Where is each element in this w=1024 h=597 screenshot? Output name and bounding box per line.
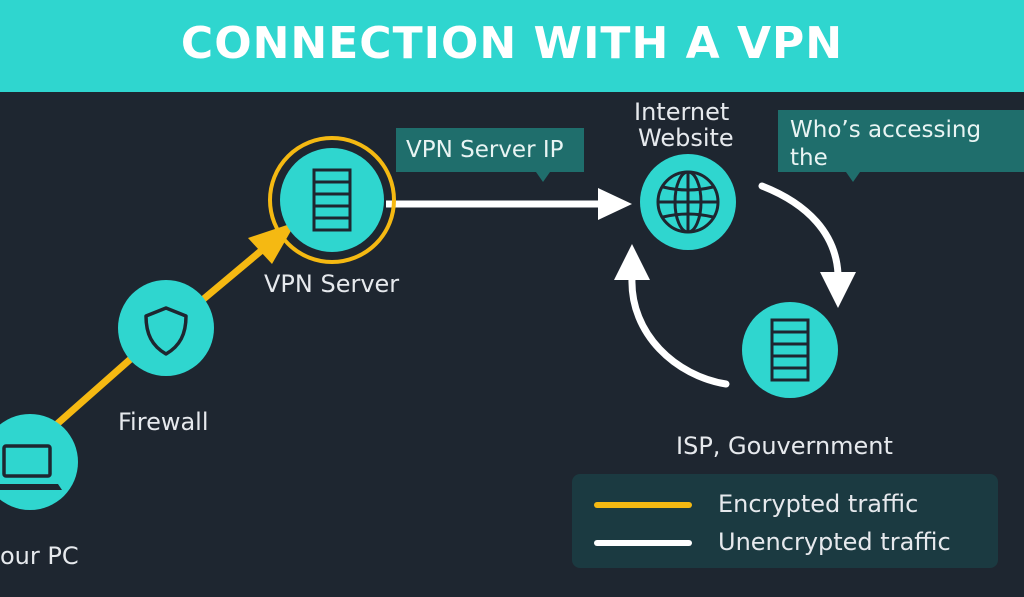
loop-arrow-isp-to-website [628, 274, 730, 388]
diagram-area: our PC Firewall VPN Server Internet Webs… [0, 92, 1024, 597]
vpn-server-node[interactable] [268, 136, 396, 264]
firewall-label: Firewall [118, 408, 209, 436]
globe-icon [656, 170, 720, 234]
encrypted-arrowhead [248, 222, 296, 264]
pc-node[interactable] [0, 414, 78, 510]
who-callout-tail [846, 172, 860, 182]
who-accessing-line1: Who’s accessing the [790, 117, 982, 171]
legend-unencrypted-label: Unencrypted traffic [718, 528, 951, 556]
vpn-server-label: VPN Server [264, 270, 400, 298]
who-accessing-callout: Who’s accessing the internet [778, 110, 1024, 172]
shield-icon [144, 306, 188, 356]
loop-arrow-website-to-isp [758, 182, 842, 278]
title-banner: CONNECTION WITH A VPN [0, 0, 1024, 92]
vpn-callout-tail [536, 172, 550, 182]
page-title: CONNECTION WITH A VPN [180, 18, 844, 69]
website-label-line1: Internet [634, 98, 730, 126]
website-node[interactable] [640, 154, 736, 250]
unencrypted-arrowhead-website [598, 188, 632, 220]
encrypted-link-firewall-vpn [196, 241, 272, 306]
legend-encrypted-swatch [594, 502, 692, 508]
website-label-line2: Website [638, 124, 734, 152]
legend-unencrypted-swatch [594, 540, 692, 546]
laptop-icon [0, 444, 62, 490]
encrypted-link-pc-firewall [44, 352, 138, 436]
pc-label: our PC [0, 542, 79, 570]
vpn-server-ip-text: VPN Server IP [406, 137, 564, 163]
firewall-node[interactable] [118, 280, 214, 376]
legend: Encrypted traffic Unencrypted traffic [572, 474, 998, 568]
server-icon [312, 168, 352, 232]
isp-node[interactable] [742, 302, 838, 398]
loop-arrowhead-down [820, 272, 856, 308]
loop-arrowhead-up [614, 244, 650, 280]
vpn-server-ip-callout: VPN Server IP [396, 128, 584, 172]
isp-label: ISP, Gouvernment [676, 432, 893, 460]
legend-encrypted-label: Encrypted traffic [718, 490, 919, 518]
diagram-graphics [0, 136, 856, 510]
server-icon [770, 318, 810, 382]
